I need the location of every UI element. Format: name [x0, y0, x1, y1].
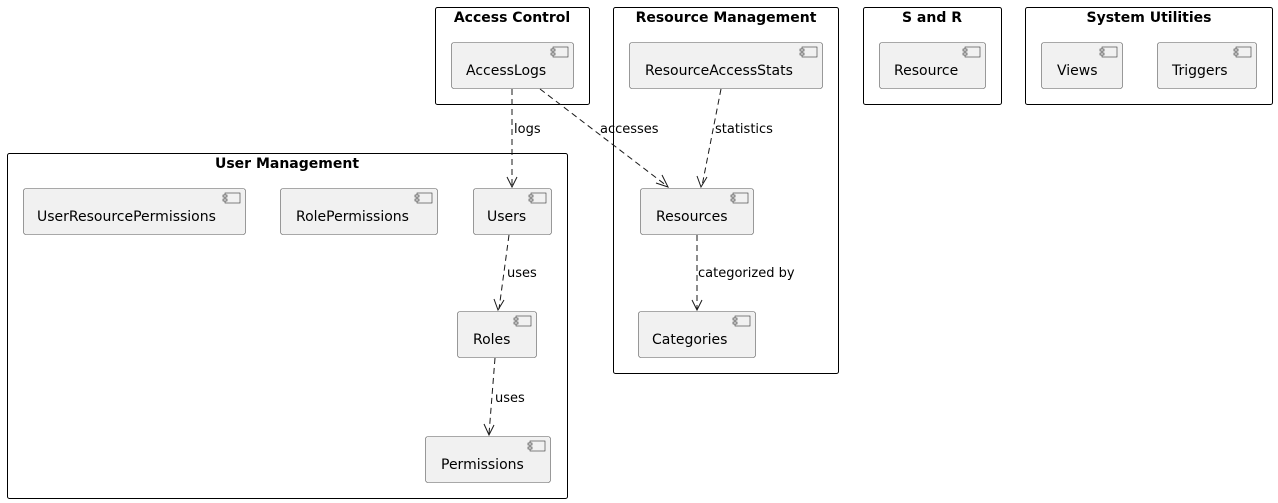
edge-users-uses-roles: uses — [493, 234, 537, 312]
component-users[interactable]: Users — [473, 188, 552, 235]
component-label: RolePermissions — [296, 209, 409, 225]
component-icon — [527, 440, 546, 452]
package-title: S and R — [902, 10, 962, 26]
component-icon — [414, 192, 433, 204]
component-role-permissions[interactable]: RolePermissions — [280, 188, 438, 235]
package-user-management: User Management — [7, 153, 568, 499]
component-resource-access-stats[interactable]: ResourceAccessStats — [629, 42, 823, 89]
component-user-resource-permissions[interactable]: UserResourcePermissions — [23, 188, 246, 235]
component-label: Triggers — [1171, 63, 1228, 79]
component-resources[interactable]: Resources — [640, 188, 754, 235]
component-label: UserResourcePermissions — [37, 209, 216, 225]
component-label: Resources — [656, 209, 728, 225]
component-icon — [550, 46, 569, 58]
component-label: Roles — [473, 332, 510, 348]
component-icon — [799, 46, 818, 58]
component-icon — [962, 46, 981, 58]
component-access-logs[interactable]: AccessLogs — [451, 42, 574, 89]
edge-categorized-by: categorized by — [691, 235, 795, 312]
component-icon — [732, 315, 751, 327]
component-triggers[interactable]: Triggers — [1157, 42, 1257, 89]
component-icon — [1233, 46, 1252, 58]
package-title: Access Control — [454, 10, 570, 26]
package-title: User Management — [215, 156, 359, 172]
component-label: Permissions — [441, 457, 524, 473]
component-icon — [730, 192, 749, 204]
edge-label: logs — [514, 122, 541, 137]
component-permissions[interactable]: Permissions — [425, 436, 551, 483]
component-resource[interactable]: Resource — [879, 42, 986, 89]
edge-accesses: accesses — [539, 88, 669, 188]
edge-label: uses — [507, 266, 537, 281]
component-categories[interactable]: Categories — [638, 311, 756, 358]
component-icon — [513, 315, 532, 327]
edge-label: statistics — [715, 122, 773, 137]
edge-logs: logs — [506, 89, 541, 189]
package-title: Resource Management — [636, 10, 817, 26]
component-label: Resource — [894, 63, 958, 79]
edge-label: uses — [495, 391, 525, 406]
edge-label: categorized by — [698, 266, 795, 281]
component-roles[interactable]: Roles — [457, 311, 537, 358]
edge-label: accesses — [600, 122, 659, 137]
edge-roles-uses-permissions: uses — [483, 357, 525, 437]
component-views[interactable]: Views — [1041, 42, 1123, 89]
component-label: Users — [487, 209, 526, 225]
component-icon — [222, 192, 241, 204]
component-icon — [1099, 46, 1118, 58]
component-label: Views — [1057, 63, 1098, 79]
package-title: System Utilities — [1087, 10, 1212, 26]
component-label: Categories — [652, 332, 727, 348]
component-label: ResourceAccessStats — [645, 63, 793, 79]
component-icon — [528, 192, 547, 204]
component-label: AccessLogs — [466, 63, 546, 79]
edge-statistics: statistics — [696, 88, 773, 189]
